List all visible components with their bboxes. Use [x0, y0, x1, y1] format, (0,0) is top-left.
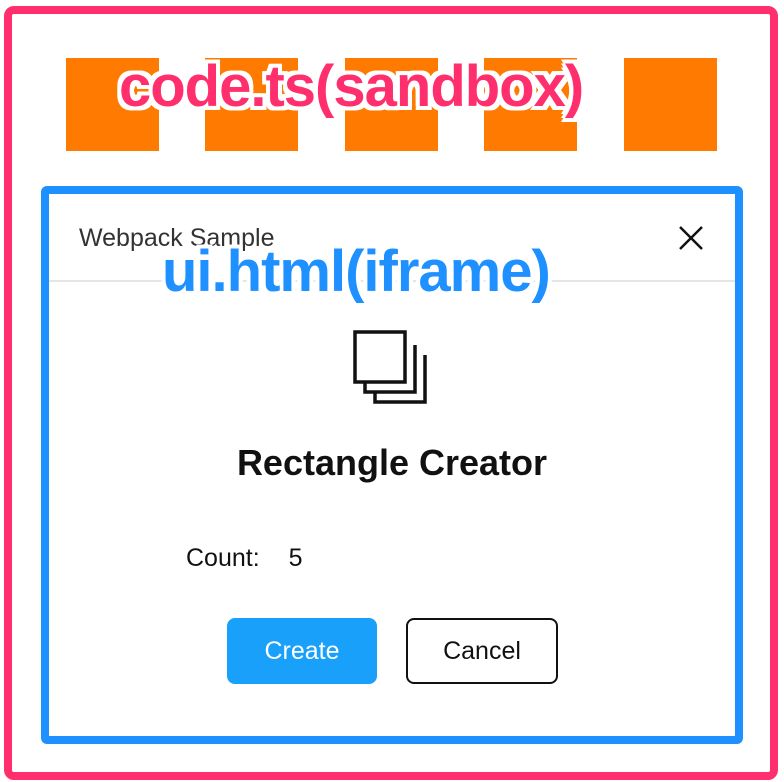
layers-icon — [353, 330, 427, 404]
orange-rectangle — [205, 58, 298, 151]
iframe-label: ui.html(iframe) — [162, 239, 551, 304]
orange-rectangle — [66, 58, 159, 151]
orange-rectangle — [345, 58, 438, 151]
sandbox-label: code.ts(sandbox) — [119, 54, 584, 119]
plugin-header: Webpack Sample — [49, 194, 735, 282]
iframe-frame: Webpack Sample ui.html(iframe) Rectangle… — [41, 186, 743, 744]
orange-rectangle — [624, 58, 717, 151]
orange-rectangle — [484, 58, 577, 151]
cancel-button[interactable]: Cancel — [406, 618, 558, 684]
count-row: Count: 5 — [186, 544, 303, 573]
plugin-title: Webpack Sample — [79, 224, 275, 252]
plugin-heading: Rectangle Creator — [236, 442, 548, 483]
count-input[interactable]: 5 — [288, 544, 303, 572]
create-button[interactable]: Create — [227, 618, 377, 684]
close-icon[interactable] — [677, 224, 705, 252]
count-label: Count: — [186, 544, 260, 572]
